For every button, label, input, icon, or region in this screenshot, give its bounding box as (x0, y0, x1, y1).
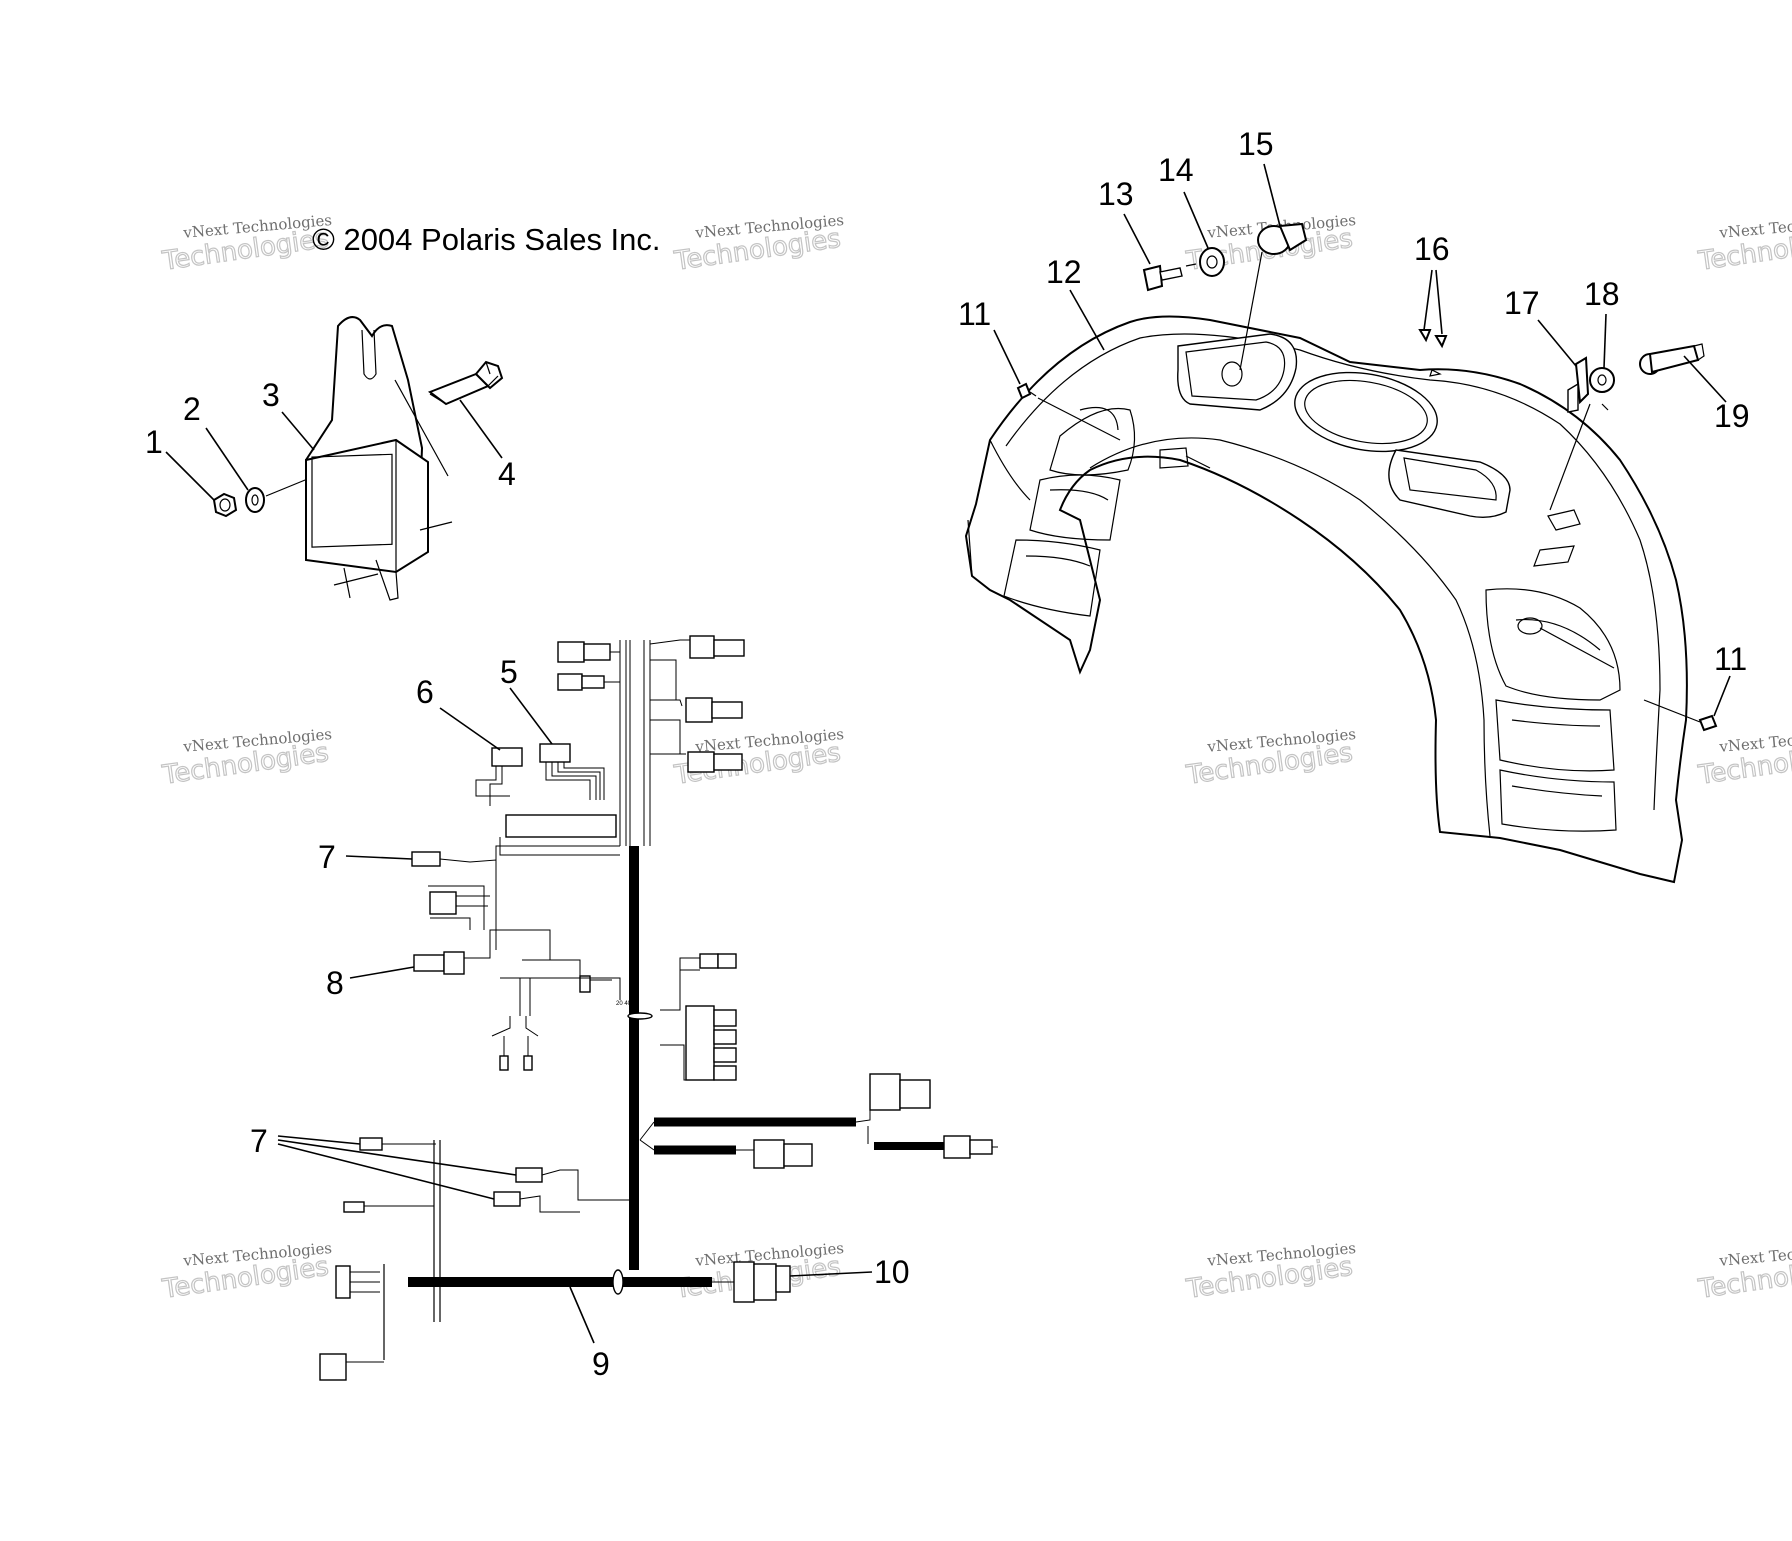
callout-11-right: 11 (1714, 641, 1747, 677)
control-module-assembly (212, 316, 504, 601)
connector-7-lower-a (515, 1167, 634, 1201)
callout-2: 2 (183, 391, 201, 427)
connector-10 (712, 1261, 791, 1303)
connector-lower-left-small-a (359, 1137, 436, 1151)
callout-13: 13 (1098, 176, 1134, 212)
connector-right-mid-a (660, 953, 737, 1011)
screw-11-left (1016, 382, 1037, 400)
pin-part (1639, 343, 1705, 375)
grommet-part (1589, 367, 1615, 411)
callout-11-left: 11 (958, 296, 991, 332)
connector-cluster-mid-left (428, 885, 490, 930)
callout-4: 4 (498, 456, 516, 492)
connector-lower-left-c (335, 1264, 385, 1360)
connector-7-lower-b (493, 1191, 580, 1213)
key-part (1142, 264, 1183, 292)
callout-5: 5 (500, 654, 518, 690)
connector-lower-left-small-b (343, 1201, 434, 1213)
callout-6: 6 (416, 674, 434, 710)
connector-lower-right-b (855, 1073, 931, 1144)
ignition-ring-part (1199, 247, 1225, 277)
connector-top-right-c (650, 751, 743, 773)
callout-12: 12 (1046, 254, 1082, 290)
screw-11-right (1698, 714, 1718, 732)
callout-7-lower: 7 (250, 1123, 268, 1159)
callout-8: 8 (326, 965, 344, 1001)
callout-17: 17 (1504, 285, 1540, 321)
callout-19: 19 (1714, 398, 1750, 434)
ignition-switch-part (1257, 222, 1308, 255)
connector-lower-right-c (874, 1135, 998, 1159)
control-box-part (304, 316, 429, 601)
wiring-harness: 20 40 (319, 635, 998, 1381)
relay-5 (539, 743, 605, 800)
connector-top-right-b (650, 697, 743, 723)
callout-10: 10 (874, 1254, 910, 1290)
screw-pair-part (1418, 329, 1448, 349)
hood-panel-assembly (964, 222, 1718, 884)
connector-top-right-a (649, 635, 745, 659)
connector-bottom-pair (491, 1016, 539, 1071)
connector-top-left-a (557, 641, 620, 663)
nut-part (212, 492, 238, 518)
connector-top-left-b (557, 673, 620, 691)
callout-9: 9 (592, 1346, 610, 1382)
callout-7-upper: 7 (318, 839, 336, 875)
callout-1: 1 (145, 424, 163, 460)
callout-16: 16 (1414, 231, 1450, 267)
washer-part (245, 487, 265, 513)
bolt-part (427, 360, 504, 406)
connector-right-mid-b (660, 1005, 737, 1081)
svg-text:20 40: 20 40 (616, 1001, 632, 1007)
copyright-text: © 2004 Polaris Sales Inc. (312, 222, 661, 257)
callout-14: 14 (1158, 152, 1194, 188)
callout-15: 15 (1238, 126, 1274, 162)
callout-3: 3 (262, 377, 280, 413)
callout-18: 18 (1584, 276, 1620, 312)
connector-lower-right-a (736, 1139, 813, 1169)
relay-6 (475, 747, 523, 806)
clip-part (1567, 356, 1590, 413)
connector-8 (413, 929, 560, 975)
connector-lower-left-d (319, 1353, 384, 1381)
